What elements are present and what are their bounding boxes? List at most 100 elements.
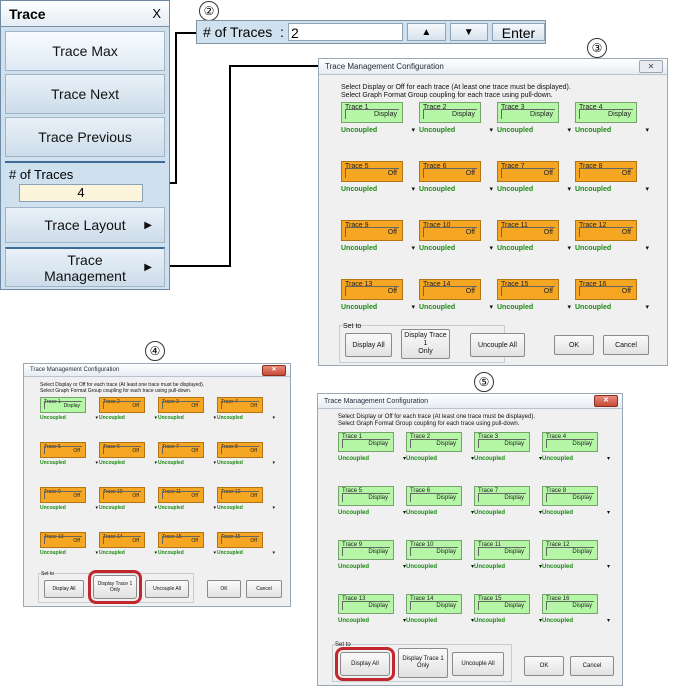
uncouple-all-button[interactable]: Uncouple All <box>145 580 189 598</box>
coupling-dropdown[interactable]: Uncoupled▾ <box>158 550 216 556</box>
ok-button[interactable]: OK <box>207 580 241 598</box>
coupling-dropdown[interactable]: Uncoupled▾ <box>474 563 542 571</box>
coupling-dropdown[interactable]: Uncoupled▾ <box>575 303 649 312</box>
coupling-dropdown[interactable]: Uncoupled▾ <box>497 126 571 135</box>
coupling-dropdown[interactable]: Uncoupled▾ <box>217 550 275 556</box>
coupling-dropdown[interactable]: Uncoupled▾ <box>341 185 415 194</box>
coupling-dropdown[interactable]: Uncoupled▾ <box>497 244 571 253</box>
coupling-dropdown[interactable]: Uncoupled▾ <box>474 617 542 625</box>
coupling-dropdown[interactable]: Uncoupled▾ <box>40 505 98 511</box>
display-all-button[interactable]: Display All <box>345 333 392 357</box>
decrement-button[interactable]: ▼ <box>449 23 488 41</box>
trace-max-button[interactable]: Trace Max <box>5 31 165 71</box>
coupling-dropdown[interactable]: Uncoupled▾ <box>419 244 493 253</box>
close-icon[interactable]: ✕ <box>262 364 286 376</box>
coupling-dropdown[interactable]: Uncoupled▾ <box>158 505 216 511</box>
coupling-dropdown[interactable]: Uncoupled▾ <box>419 126 493 135</box>
coupling-dropdown[interactable]: Uncoupled▾ <box>575 185 649 194</box>
coupling-dropdown[interactable]: Uncoupled▾ <box>406 455 474 463</box>
display-all-button[interactable]: Display All <box>335 647 395 681</box>
coupling-dropdown[interactable]: Uncoupled▾ <box>338 509 406 517</box>
coupling-dropdown[interactable]: Uncoupled▾ <box>406 563 474 571</box>
coupling-dropdown[interactable]: Uncoupled▾ <box>40 415 98 421</box>
coupling-dropdown[interactable]: Uncoupled▾ <box>341 303 415 312</box>
cancel-button[interactable]: Cancel <box>603 335 649 355</box>
coupling-dropdown[interactable]: Uncoupled▾ <box>217 415 275 421</box>
uncouple-all-button[interactable]: Uncouple All <box>452 652 504 676</box>
coupling-dropdown[interactable]: Uncoupled▾ <box>497 303 571 312</box>
coupling-dropdown[interactable]: Uncoupled▾ <box>99 415 157 421</box>
enter-button[interactable]: Enter <box>491 23 545 41</box>
coupling-dropdown[interactable]: Uncoupled▾ <box>99 505 157 511</box>
coupling-dropdown[interactable]: Uncoupled▾ <box>575 244 649 253</box>
coupling-dropdown[interactable]: Uncoupled▾ <box>99 550 157 556</box>
trace-next-button[interactable]: Trace Next <box>5 74 165 114</box>
close-icon[interactable]: X <box>152 6 161 21</box>
cancel-button[interactable]: Cancel <box>570 656 614 676</box>
trace-previous-button[interactable]: Trace Previous <box>5 117 165 157</box>
coupling-dropdown[interactable]: Uncoupled▾ <box>40 550 98 556</box>
uncouple-all-button[interactable]: Uncouple All <box>470 333 525 357</box>
coupling-dropdown[interactable]: Uncoupled▾ <box>338 455 406 463</box>
coupling-dropdown[interactable]: Uncoupled▾ <box>158 415 216 421</box>
num-traces-input[interactable]: 2 <box>287 23 404 41</box>
coupling-dropdown[interactable]: Uncoupled▾ <box>99 460 157 466</box>
cancel-button[interactable]: Cancel <box>246 580 282 598</box>
increment-button[interactable]: ▲ <box>407 23 446 41</box>
close-icon[interactable]: ✕ <box>594 395 618 407</box>
coupling-dropdown[interactable]: Uncoupled▾ <box>217 460 275 466</box>
coupling-dropdown[interactable]: Uncoupled▾ <box>217 505 275 511</box>
close-icon[interactable]: ✕ <box>639 60 663 73</box>
coupling-dropdown[interactable]: Uncoupled▾ <box>497 185 571 194</box>
coupling-dropdown[interactable]: Uncoupled▾ <box>341 126 415 135</box>
coupling-dropdown[interactable]: Uncoupled▾ <box>406 617 474 625</box>
coupling-dropdown[interactable]: Uncoupled▾ <box>406 509 474 517</box>
coupling-dropdown[interactable]: Uncoupled▾ <box>338 563 406 571</box>
coupling-dropdown[interactable]: Uncoupled▾ <box>542 617 610 625</box>
ok-button[interactable]: OK <box>524 656 564 676</box>
coupling-dropdown[interactable]: Uncoupled▾ <box>338 617 406 625</box>
